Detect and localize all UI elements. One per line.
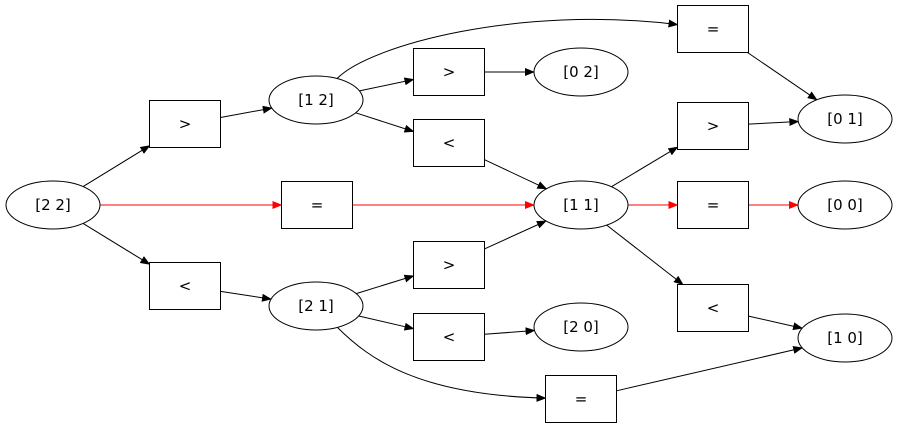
state-node-s22: [2 2] bbox=[5, 180, 101, 230]
compare-node-c22eq: = bbox=[281, 181, 353, 229]
state-node-s02: [0 2] bbox=[533, 47, 629, 97]
compare-box bbox=[545, 375, 617, 423]
compare-node-c21eq: = bbox=[545, 375, 617, 423]
state-node-s00: [0 0] bbox=[797, 180, 893, 230]
state-ellipse bbox=[533, 302, 629, 352]
compare-label: = bbox=[575, 390, 588, 408]
compare-label: > bbox=[179, 115, 192, 133]
edge-c11gt-to-s01 bbox=[748, 117, 800, 126]
edge-s22-to-c22lt bbox=[82, 222, 151, 265]
state-node-s11: [1 1] bbox=[533, 180, 629, 230]
state-label: [2 0] bbox=[563, 318, 599, 336]
state-ellipse bbox=[797, 180, 893, 230]
state-label: [0 0] bbox=[827, 196, 863, 214]
compare-box bbox=[413, 119, 485, 167]
state-ellipse bbox=[797, 94, 893, 144]
edge-s21-to-c21eq bbox=[337, 327, 547, 402]
state-label: [2 2] bbox=[35, 196, 71, 214]
compare-box bbox=[149, 262, 221, 310]
compare-label: < bbox=[443, 134, 456, 152]
compare-box bbox=[149, 100, 221, 148]
compare-node-c12eq: = bbox=[677, 5, 749, 53]
state-node-s10: [1 0] bbox=[797, 313, 893, 363]
edge-c11lt-to-s10 bbox=[748, 315, 804, 331]
compare-box bbox=[413, 313, 485, 361]
edge-s11-to-c11lt bbox=[606, 224, 684, 286]
state-label: [2 1] bbox=[298, 297, 334, 315]
compare-node-c21gt: > bbox=[413, 241, 485, 289]
state-node-s21: [2 1] bbox=[268, 281, 364, 331]
edge-c21gt-to-s11 bbox=[484, 220, 547, 250]
compare-box bbox=[677, 5, 749, 53]
compare-label: > bbox=[443, 256, 456, 274]
state-label: [0 2] bbox=[563, 63, 599, 81]
compare-box bbox=[281, 181, 353, 229]
state-ellipse bbox=[533, 47, 629, 97]
edge-c12eq-to-s01 bbox=[747, 52, 818, 101]
edge-s11-to-c11gt bbox=[611, 146, 679, 188]
compare-label: = bbox=[707, 20, 720, 38]
state-label: [1 2] bbox=[298, 91, 334, 109]
compare-box bbox=[677, 284, 749, 332]
edge-c12lt-to-s11 bbox=[484, 159, 548, 190]
state-ellipse bbox=[268, 75, 364, 125]
compare-node-c22lt: < bbox=[149, 262, 221, 310]
compare-label: < bbox=[179, 277, 192, 295]
compare-node-c11eq: = bbox=[677, 181, 749, 229]
compare-label: = bbox=[707, 196, 720, 214]
state-label: [1 1] bbox=[563, 196, 599, 214]
state-ellipse bbox=[533, 180, 629, 230]
compare-node-c22gt: > bbox=[149, 100, 221, 148]
state-node-s01: [0 1] bbox=[797, 94, 893, 144]
edges-layer bbox=[82, 19, 818, 402]
edge-c21lt-to-s20 bbox=[484, 327, 536, 336]
state-node-s20: [2 0] bbox=[533, 302, 629, 352]
compare-node-c12gt: > bbox=[413, 48, 485, 96]
state-ellipse bbox=[268, 281, 364, 331]
compare-box bbox=[677, 102, 749, 150]
compare-node-c11lt: < bbox=[677, 284, 749, 332]
compare-box bbox=[413, 48, 485, 96]
state-label: [0 1] bbox=[827, 110, 863, 128]
compare-box bbox=[677, 181, 749, 229]
state-label: [1 0] bbox=[827, 329, 863, 347]
edge-s12-to-c12eq bbox=[336, 19, 679, 79]
state-ellipse bbox=[5, 180, 101, 230]
compare-label: < bbox=[707, 299, 720, 317]
edge-s12-to-c12gt bbox=[359, 77, 415, 92]
edge-s21-to-c21gt bbox=[356, 274, 415, 295]
edge-s12-to-c12lt bbox=[355, 112, 415, 133]
compare-label: > bbox=[707, 117, 720, 135]
compare-node-c21lt: < bbox=[413, 313, 485, 361]
edge-c22lt-to-s21 bbox=[220, 290, 272, 302]
edge-c21eq-to-s10 bbox=[616, 346, 804, 392]
nodes-layer: [2 2] [1 2] [2 1] [0 2] [1 1] [2 0] [0 1] [0 0]… bbox=[5, 5, 893, 423]
compare-label: = bbox=[311, 196, 324, 214]
edge-c22gt-to-s12 bbox=[220, 105, 273, 118]
edge-s21-to-c21lt bbox=[358, 315, 415, 331]
compare-box bbox=[413, 241, 485, 289]
compare-label: < bbox=[443, 328, 456, 346]
compare-node-c11gt: > bbox=[677, 102, 749, 150]
state-node-s12: [1 2] bbox=[268, 75, 364, 125]
edge-s22-to-c22gt bbox=[82, 145, 151, 188]
state-ellipse bbox=[797, 313, 893, 363]
compare-label: > bbox=[443, 63, 456, 81]
compare-node-c12lt: < bbox=[413, 119, 485, 167]
